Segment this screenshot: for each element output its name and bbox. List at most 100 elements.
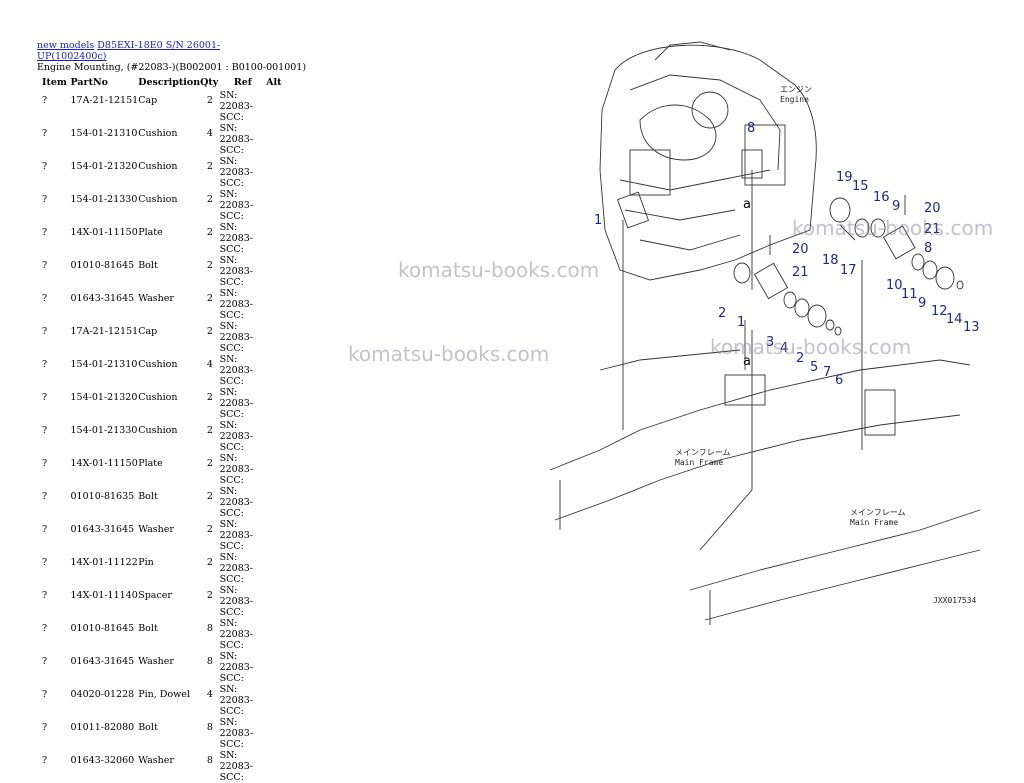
callout-21a: 21 [924, 222, 941, 237]
description-cell: Bolt [138, 260, 158, 271]
qty-cell: 2 [206, 425, 213, 436]
ref-cell: SN: 22083-SCC: [219, 90, 254, 123]
header-ref: Ref [233, 77, 252, 88]
callout-9b: 9 [918, 296, 926, 311]
header-qty: Qty [200, 77, 219, 88]
frame-label2-jp: メインフレーム [850, 508, 906, 517]
callout-8: 8 [747, 121, 755, 136]
alt-cell [266, 189, 282, 222]
section-title: Engine Mounting, (#22083-)(B002001 : B01… [37, 62, 307, 73]
partno-cell: 17A-21-12151 [70, 95, 139, 106]
engine-label-en: Engine [780, 95, 809, 104]
description-cell: Cushion [138, 161, 178, 172]
alt-cell [266, 156, 282, 189]
description-cell: Cushion [138, 128, 178, 139]
qty-cell: 8 [206, 656, 213, 667]
item-cell: ? [42, 524, 48, 535]
alt-cell [266, 585, 282, 618]
callout-1: 1 [594, 213, 602, 228]
callout-4: 4 [780, 341, 788, 356]
callout-3: 3 [766, 335, 774, 350]
callout-10: 10 [886, 278, 903, 293]
breadcrumb-new-models-link[interactable]: new models [37, 40, 95, 51]
item-cell: ? [42, 194, 48, 205]
partno-cell: 01643-31645 [70, 656, 135, 667]
watermark: komatsu-books.com [398, 258, 600, 282]
alt-cell [266, 123, 282, 156]
description-cell: Pin, Dowel [138, 689, 190, 700]
qty-cell: 2 [206, 194, 213, 205]
item-cell: ? [42, 161, 48, 172]
frame-label2-en: Main Frame [850, 518, 898, 527]
description-cell: Bolt [138, 722, 158, 733]
item-cell: ? [42, 755, 48, 766]
qty-cell: 2 [206, 458, 213, 469]
callout-6: 6 [835, 373, 843, 388]
alt-cell [266, 717, 282, 750]
callout-21b: 21 [792, 265, 809, 280]
partno-cell: 04020-01228 [70, 689, 135, 700]
callout-17: 17 [840, 263, 857, 278]
alt-cell [266, 552, 282, 585]
callout-13: 13 [963, 320, 980, 335]
breadcrumb: new models D85EXI-18E0 S/N 26001-UP(1002… [37, 40, 282, 62]
partno-cell: 01010-81645 [70, 623, 135, 634]
header-partno: PartNo [70, 77, 108, 88]
ref-cell: SN: 22083-SCC: [219, 552, 254, 585]
ref-cell: SN: 22083-SCC: [219, 222, 254, 255]
header-item: Item [42, 77, 67, 88]
qty-cell: 2 [206, 392, 213, 403]
item-cell: ? [42, 293, 48, 304]
description-cell: Washer [138, 755, 174, 766]
qty-cell: 2 [206, 326, 213, 337]
description-cell: Plate [138, 458, 163, 469]
qty-cell: 2 [206, 260, 213, 271]
item-cell: ? [42, 260, 48, 271]
alt-cell [266, 90, 282, 123]
partno-cell: 14X-01-11122 [70, 557, 138, 568]
description-cell: Bolt [138, 491, 158, 502]
parts-table: Item PartNo Description Qty Ref Alt ?17A… [37, 75, 282, 783]
item-cell: ? [42, 359, 48, 370]
qty-cell: 2 [206, 95, 213, 106]
ref-cell: SN: 22083-SCC: [219, 684, 254, 717]
alt-cell [266, 519, 282, 552]
callout-20a: 20 [924, 201, 941, 216]
description-cell: Cushion [138, 392, 178, 403]
partno-cell: 154-01-21320 [70, 392, 138, 403]
item-cell: ? [42, 623, 48, 634]
description-cell: Plate [138, 227, 163, 238]
callout-8b: 8 [924, 241, 932, 256]
ref-cell: SN: 22083-SCC: [219, 519, 254, 552]
ref-cell: SN: 22083-SCC: [219, 651, 254, 684]
parts-list-panel: new models D85EXI-18E0 S/N 26001-UP(1002… [37, 40, 307, 783]
ref-letter-a2: a [743, 354, 751, 369]
callout-5: 5 [810, 360, 818, 375]
qty-cell: 2 [206, 557, 213, 568]
parts-diagram: エンジン Engine メインフレーム Main Frame メインフレーム M… [340, 30, 1020, 670]
item-cell: ? [42, 227, 48, 238]
ref-cell: SN: 22083-SCC: [219, 618, 254, 651]
description-cell: Cushion [138, 359, 178, 370]
qty-cell: 4 [206, 689, 213, 700]
alt-cell [266, 486, 282, 519]
ref-cell: SN: 22083-SCC: [219, 453, 254, 486]
qty-cell: 2 [206, 590, 213, 601]
alt-cell [266, 255, 282, 288]
breadcrumb-model-link[interactable]: D85EXI-18E0 S/N 26001-UP(1002400c) [37, 40, 221, 62]
callout-2b: 2 [796, 351, 804, 366]
item-cell: ? [42, 656, 48, 667]
item-cell: ? [42, 722, 48, 733]
